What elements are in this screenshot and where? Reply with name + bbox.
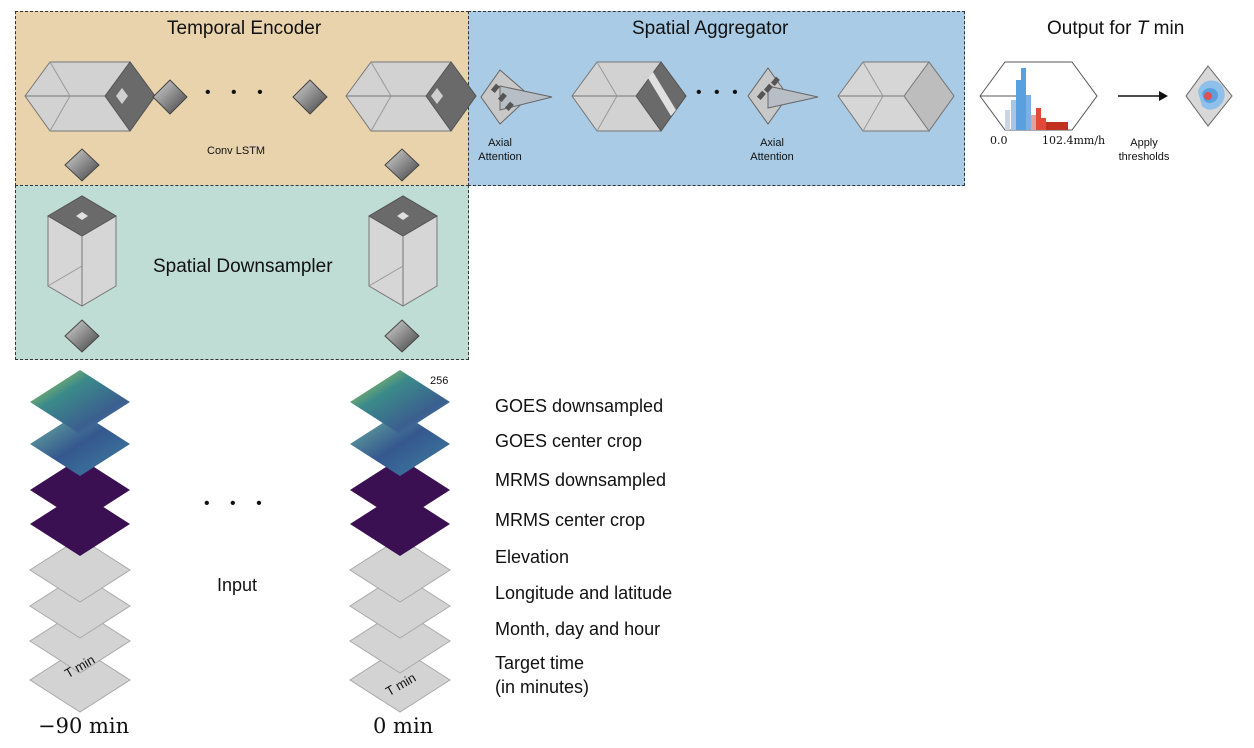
layer-goes-down-left [30,370,130,434]
conv-lstm-block-left [24,61,156,132]
apply-thresholds-label: Apply thresholds [1113,136,1175,164]
layer-label-lon-lat: Longitude and latitude [495,583,673,603]
output-histogram [979,61,1098,131]
downsampler-block-right [368,195,438,307]
downsampler-input-pyramid-right [384,319,420,353]
aggregator-block-1 [571,61,687,132]
downsampler-block-left [47,195,117,307]
layer-label-month-day-hour: Month, day and hour [495,619,661,639]
spatial-downsampler-title: Spatial Downsampler [153,256,333,277]
encoder-input-pyramid-right [384,148,420,182]
layer-month-day-hour-left [29,608,131,674]
axial-attention-label-right: Axial Attention [745,136,799,164]
axial-label-line2: Attention [750,151,794,163]
layer-elevation-left [29,537,131,603]
output-title: Output for T min [1047,18,1184,40]
axial-label-line1: Axial [488,137,512,149]
state-pyramid-right [292,79,328,115]
output-title-suffix: min [1148,18,1185,39]
output-title-var: T [1136,18,1149,39]
temporal-encoder-title: Temporal Encoder [167,18,322,39]
layer-label-in-minutes: (in minutes) [495,677,590,697]
output-title-prefix: Output for [1047,18,1137,39]
histogram-max-label: 102.4mm/h [1042,134,1106,147]
axial-label-line1: Axial [760,137,784,149]
layer-target-time-right [349,647,451,713]
layer-label-target-time: Target time [495,653,585,673]
time-label-right: 0 min [373,714,434,738]
layer-month-day-hour-right [349,608,451,674]
aggregator-ellipsis: • • • [696,84,742,101]
encoder-ellipsis: • • • [205,84,271,101]
spatial-aggregator-title: Spatial Aggregator [632,18,789,39]
layer-goes-center-left [30,412,130,476]
layer-label-goes-downsampled: GOES downsampled [495,396,664,416]
layer-lon-lat-right [349,573,451,639]
threshold-output-map [1185,65,1233,127]
input-stack-left [29,370,131,713]
input-size-label: 256 [430,375,449,387]
state-pyramid-left [152,79,188,115]
layer-target-time-left [29,647,131,713]
histogram-min-label: 0.0 [990,134,1008,147]
encoder-input-pyramid-left [64,148,100,182]
apply-line2: thresholds [1118,151,1170,163]
aggregator-block-2 [837,61,955,132]
conv-lstm-block-right [345,61,477,132]
apply-arrow-head [1159,91,1168,101]
conv-lstm-label: Conv LSTM [207,145,266,157]
layer-mrms-down-right [350,458,450,522]
layer-elevation-right [349,537,451,603]
layer-lon-lat-left [29,573,131,639]
axial-attention-label-left: Axial Attention [478,136,522,164]
layer-mrms-center-right [350,492,450,556]
layer-mrms-center-left [30,492,130,556]
axial-attention-block-left [480,69,553,125]
apply-line1: Apply [1130,137,1158,149]
axial-label-line2: Attention [478,151,522,163]
layer-goes-down-right [350,370,450,434]
layer-label-mrms-center-crop: MRMS center crop [495,510,646,530]
layer-goes-center-right [350,412,450,476]
layer-label-elevation: Elevation [495,547,570,567]
input-ellipsis: • • • [204,495,270,512]
input-label: Input [217,575,258,595]
input-stack-right [349,370,451,713]
layer-label-mrms-downsampled: MRMS downsampled [495,470,667,490]
layer-mrms-down-left [30,458,130,522]
downsampler-input-pyramid-left [64,319,100,353]
axial-attention-block-right [747,67,819,125]
layer-label-goes-center-crop: GOES center crop [495,431,643,451]
time-label-left: −90 min [38,714,130,738]
